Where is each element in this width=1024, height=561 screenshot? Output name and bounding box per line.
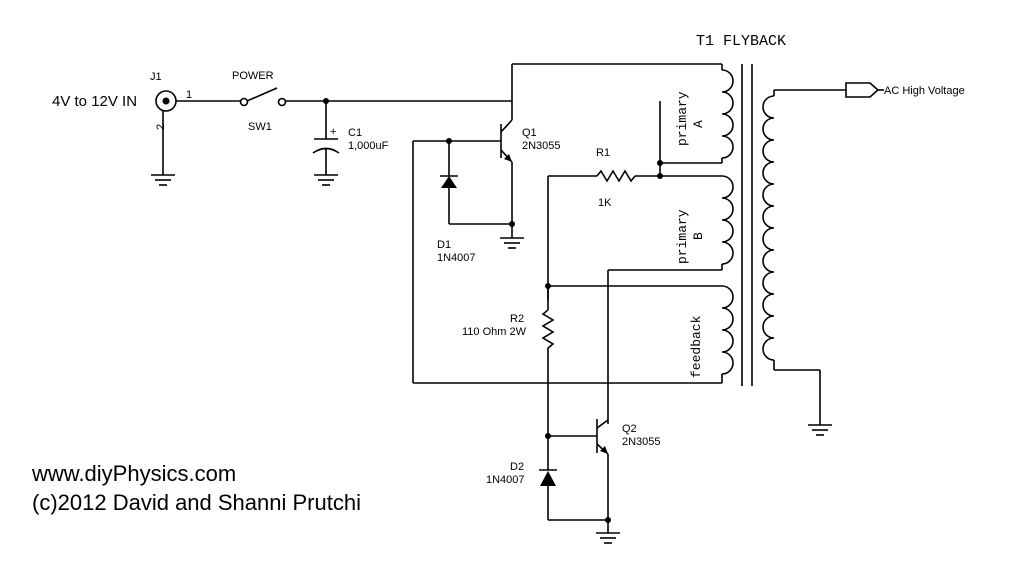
j1-ref: J1 (150, 71, 162, 83)
c1-value: 1,000uF (348, 140, 389, 152)
ground-symbol-c1 (314, 174, 338, 186)
primary-a-label-2: A (691, 120, 706, 128)
switch-ref: SW1 (248, 121, 272, 133)
transformer-core (741, 64, 753, 386)
primary-b-winding (607, 175, 734, 424)
d2-ref: D2 (510, 461, 524, 473)
primary-b-label-1: primary (675, 209, 690, 264)
primary-b-label-2: B (691, 232, 706, 240)
power-switch-sw1 (239, 87, 512, 107)
ground-symbol-q2 (596, 532, 620, 544)
r1-value: 1K (598, 197, 612, 209)
ground-symbol-q1 (500, 237, 524, 249)
d1-part: 1N4007 (437, 252, 476, 264)
transistor-q2 (545, 419, 609, 533)
copyright-credit: (c)2012 David and Shanni Prutchi (32, 490, 361, 515)
secondary-winding (762, 89, 846, 425)
c1-ref: C1 (348, 127, 362, 139)
resistor-r2 (541, 286, 555, 470)
r2-ref: R2 (510, 313, 524, 325)
d2-part: 1N4007 (486, 474, 525, 486)
output-label: AC High Voltage (884, 85, 965, 97)
transistor-q1 (413, 63, 722, 238)
q1-part: 2N3055 (522, 140, 561, 152)
diode-d1 (440, 141, 515, 227)
r2-value: 110 Ohm 2W (462, 326, 527, 338)
capacitor-c1 (312, 101, 340, 175)
website-credit: www.diyPhysics.com (31, 461, 236, 486)
j1-pin2: 2 (155, 124, 167, 130)
d1-ref: D1 (437, 239, 451, 251)
ground-symbol-j1 (151, 174, 175, 186)
resistor-r1 (547, 101, 722, 300)
r1-ref: R1 (596, 147, 610, 159)
primary-a-winding (721, 64, 734, 163)
input-voltage-label: 4V to 12V IN (52, 93, 137, 110)
c1-polarity: + (330, 126, 336, 138)
feedback-label: feedback (689, 315, 704, 378)
transformer-title: T1 FLYBACK (696, 33, 786, 50)
input-jack-j1 (155, 90, 240, 175)
hv-output-terminal (845, 82, 884, 98)
q2-part: 2N3055 (622, 436, 661, 448)
primary-a-label-1: primary (675, 91, 690, 146)
ground-symbol-secondary (808, 424, 832, 436)
diode-d2 (539, 469, 611, 523)
q1-ref: Q1 (522, 127, 537, 139)
j1-pin1: 1 (186, 89, 192, 101)
q2-ref: Q2 (622, 423, 637, 435)
switch-name: POWER (232, 70, 274, 82)
